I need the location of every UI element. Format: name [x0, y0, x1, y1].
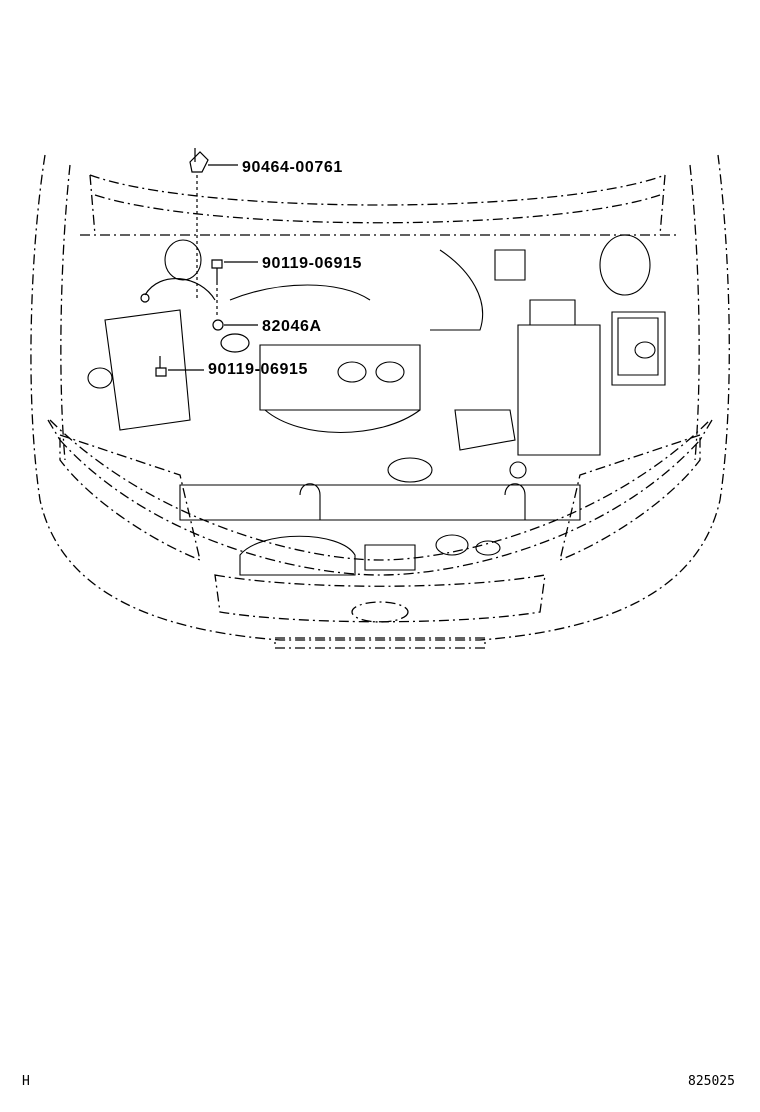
engine-components [87, 234, 666, 576]
corner-code-left: H [22, 1074, 30, 1089]
label-90119-06915-lower: 90119-06915 [208, 361, 308, 378]
label-90119-06915-upper: 90119-06915 [262, 255, 362, 272]
label-82046A: 82046A [262, 318, 322, 335]
bolt-lower-part [155, 356, 167, 377]
label-90464-00761: 90464-00761 [242, 159, 343, 176]
bolt-upper-part [211, 259, 223, 285]
diagram-reference-number: 825025 [688, 1074, 735, 1089]
grommet-82046A-part [212, 319, 224, 331]
part-callouts [140, 148, 258, 377]
vehicle-outline [30, 154, 730, 649]
clip-90464-part [189, 151, 209, 173]
